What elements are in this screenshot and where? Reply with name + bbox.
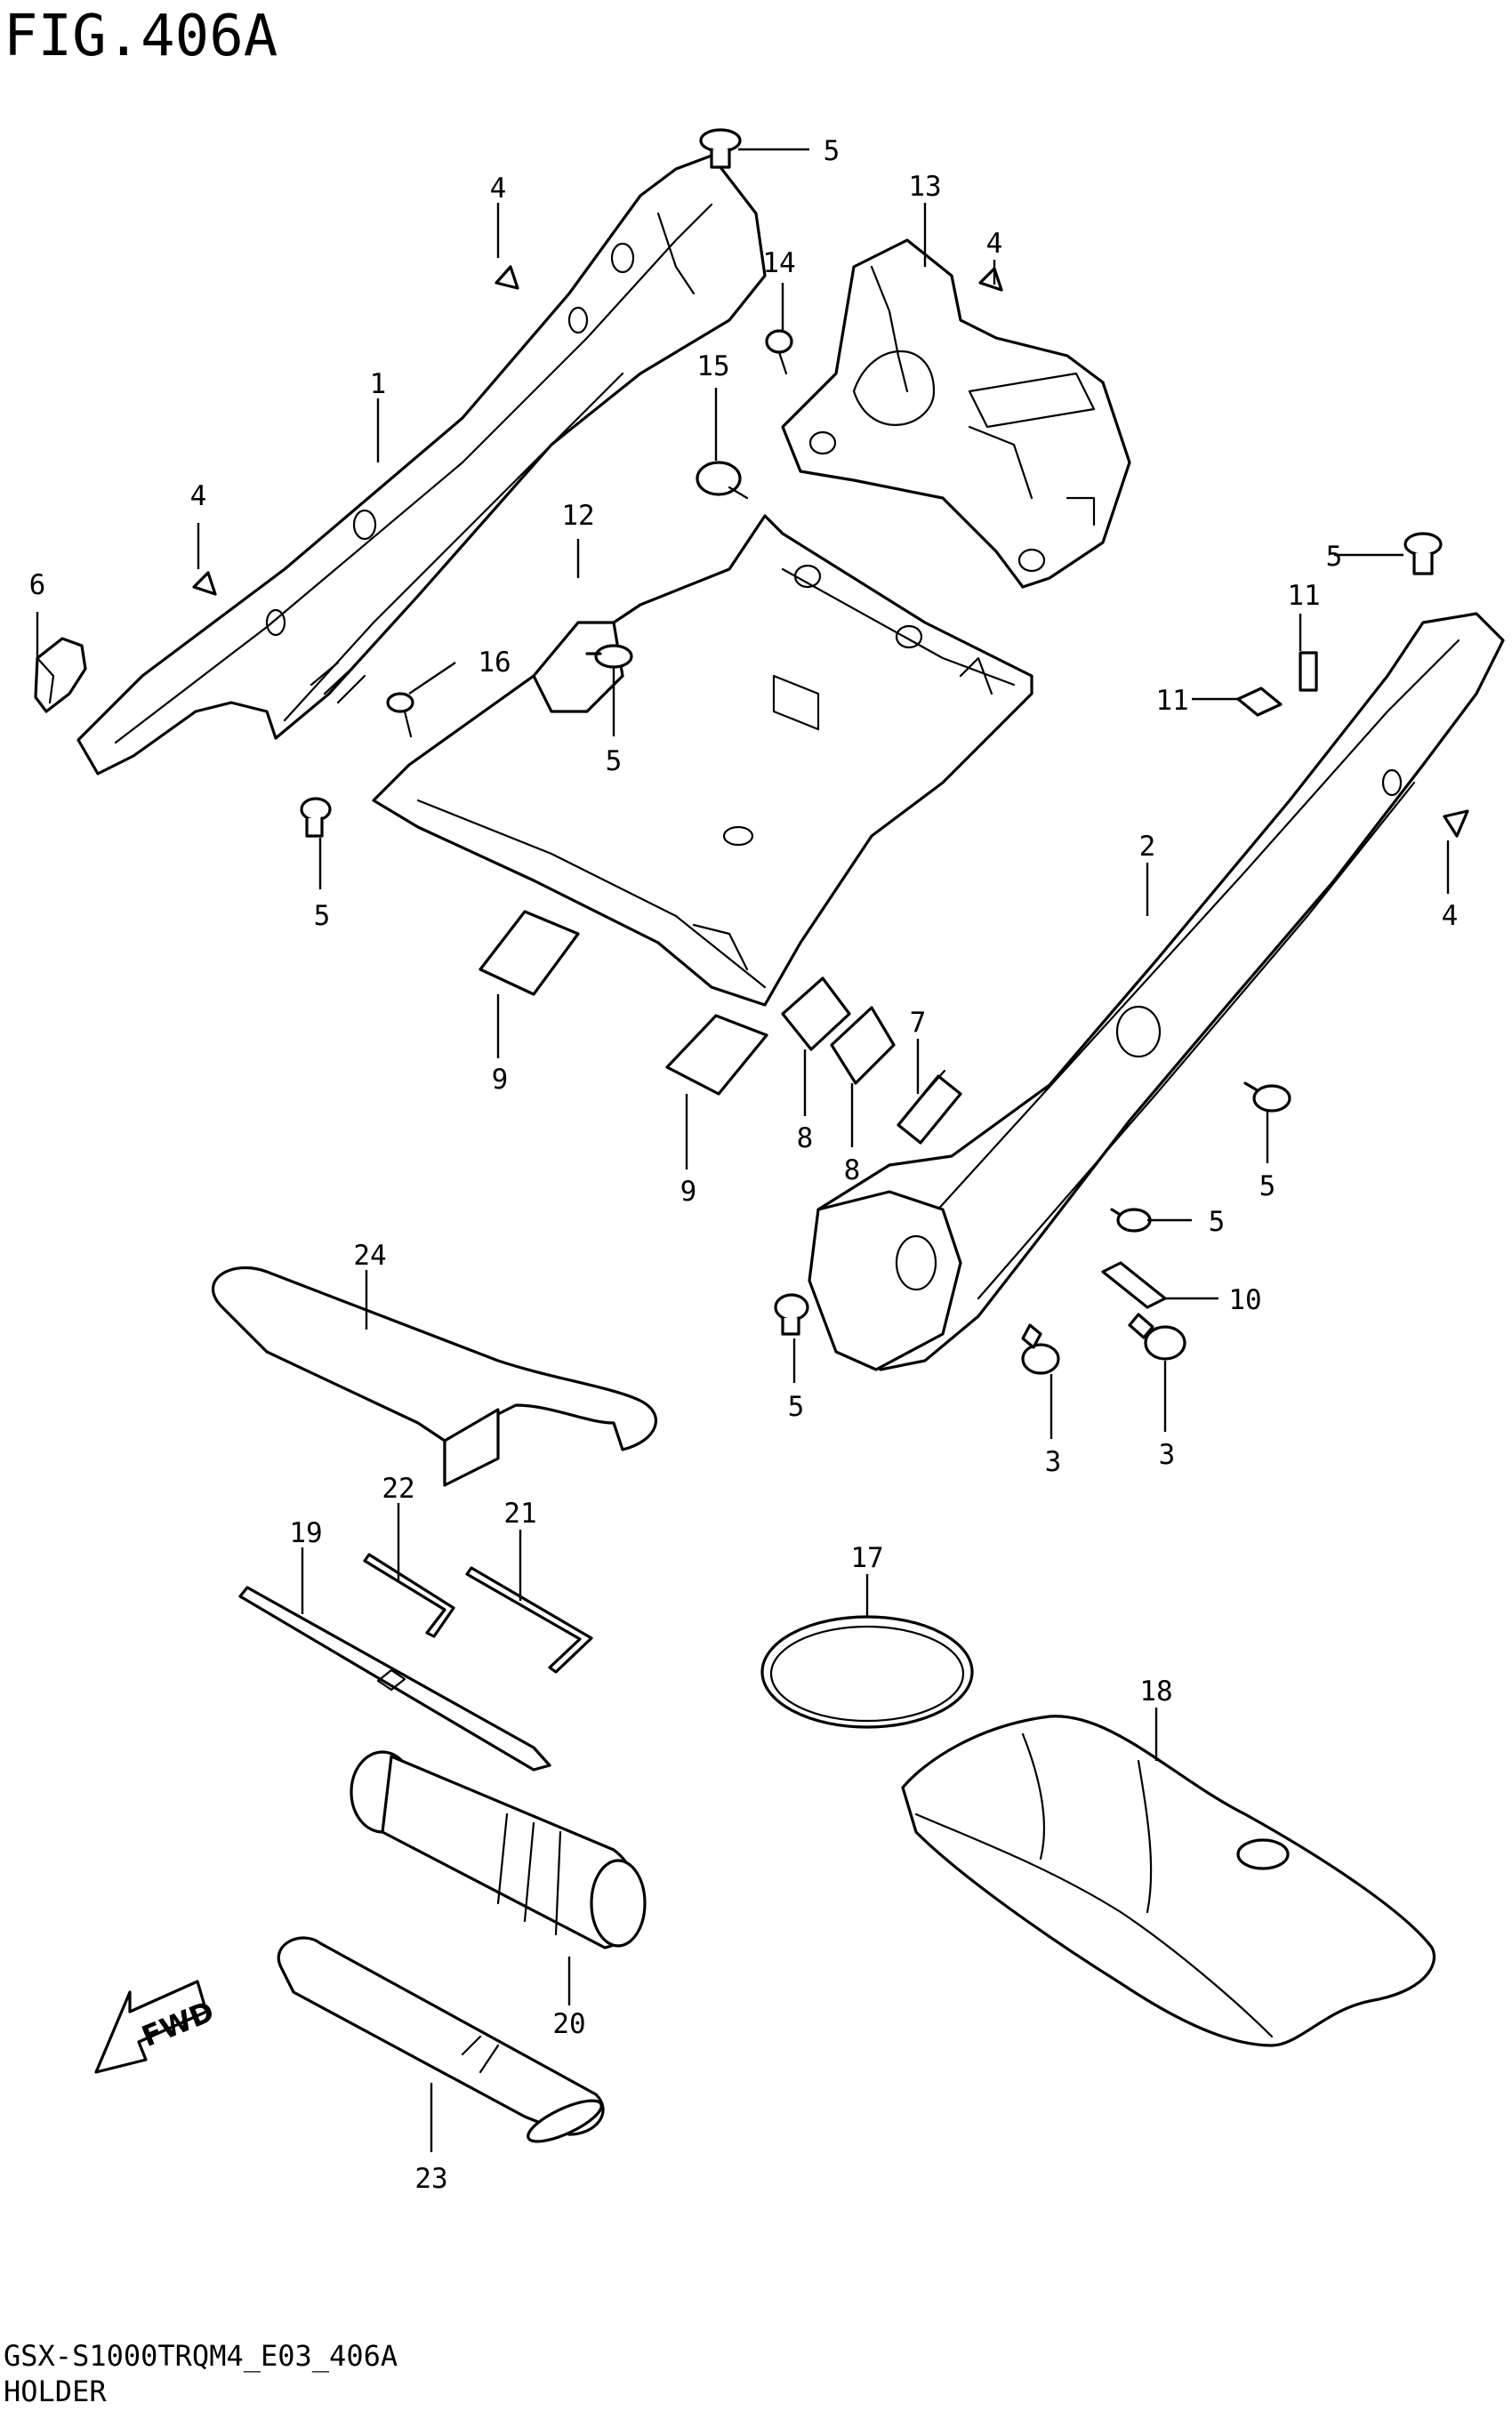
part-3-bolt-b xyxy=(1128,1313,1186,1361)
callout-5: 5 xyxy=(788,1391,805,1423)
part-20-handle xyxy=(350,1750,647,1949)
fwd-direction-arrow: FWD xyxy=(94,1980,219,2074)
part-12-center-tray xyxy=(372,514,1033,1007)
part-18-tool-bag xyxy=(901,1715,1436,2047)
part-8-pad-a xyxy=(781,976,851,1051)
part-13-bracket xyxy=(781,238,1131,589)
callout-12: 12 xyxy=(561,500,594,532)
callout-5: 5 xyxy=(1326,541,1343,573)
part-3-bolt-a xyxy=(1021,1323,1060,1375)
callout-8: 8 xyxy=(844,1154,861,1186)
callout-6: 6 xyxy=(29,569,46,601)
callout-21: 21 xyxy=(503,1498,536,1530)
part-4-clip-d xyxy=(1443,809,1469,838)
callout-4: 4 xyxy=(490,173,507,205)
part-9-pad-a xyxy=(479,910,580,996)
callout-9: 9 xyxy=(680,1176,697,1208)
part-11-pad-b xyxy=(1236,687,1283,717)
callout-17: 17 xyxy=(850,1542,883,1574)
callout-8: 8 xyxy=(797,1122,814,1154)
callout-13: 13 xyxy=(908,171,941,203)
leader-lines xyxy=(36,148,1450,2152)
callout-1: 1 xyxy=(370,368,387,400)
callout-2: 2 xyxy=(1139,831,1156,863)
part-1-left-holder xyxy=(76,154,767,776)
figure-name: HOLDER xyxy=(4,2375,107,2408)
part-17-band xyxy=(760,1615,974,1729)
part-9-pad-b xyxy=(665,1014,768,1096)
callout-5: 5 xyxy=(824,135,840,167)
part-4-clip-b xyxy=(192,571,217,596)
callout-14: 14 xyxy=(762,247,795,279)
part-6-cover xyxy=(34,637,87,713)
callout-5: 5 xyxy=(606,745,623,777)
callout-18: 18 xyxy=(1139,1676,1172,1708)
part-19-screwdriver xyxy=(238,1586,551,1772)
callout-11: 11 xyxy=(1155,685,1188,717)
part-14-screw xyxy=(765,329,793,375)
part-22-hex-key xyxy=(363,1553,455,1638)
callout-5: 5 xyxy=(314,900,331,932)
part-15-bolt xyxy=(696,461,749,500)
callout-4: 4 xyxy=(190,480,207,512)
callout-5: 5 xyxy=(1209,1206,1226,1238)
part-16-screw xyxy=(386,692,414,738)
callouts: 5 4 1 4 6 13 4 14 15 12 16 5 5 5 11 11 4… xyxy=(29,135,1459,2195)
callout-24: 24 xyxy=(353,1240,386,1272)
part-21-hex-key xyxy=(465,1566,593,1674)
part-5-rivet-c xyxy=(300,797,332,838)
callout-20: 20 xyxy=(552,2008,585,2040)
callout-16: 16 xyxy=(478,647,511,679)
callout-9: 9 xyxy=(492,1064,509,1096)
part-5-rivet-b xyxy=(1403,532,1443,575)
part-2-right-holder xyxy=(808,612,1505,1371)
callout-4: 4 xyxy=(1442,900,1459,932)
part-11-pad-a xyxy=(1299,651,1318,692)
part-8-pad-b xyxy=(830,1006,896,1085)
part-5-rivet-e xyxy=(1243,1081,1291,1113)
callout-4: 4 xyxy=(986,228,1003,260)
part-4-clip-a xyxy=(495,265,519,290)
callout-23: 23 xyxy=(414,2163,447,2195)
callout-22: 22 xyxy=(382,1473,414,1505)
part-5-rivet-g xyxy=(774,1293,809,1336)
part-24-spanner xyxy=(211,1266,657,1487)
callout-5: 5 xyxy=(1259,1170,1276,1202)
part-10-pad xyxy=(1101,1261,1167,1309)
part-5-rivet-d xyxy=(585,644,633,669)
callout-10: 10 xyxy=(1228,1284,1261,1316)
callout-3: 3 xyxy=(1159,1439,1176,1471)
part-5-rivet-f xyxy=(1110,1208,1152,1233)
callout-15: 15 xyxy=(696,350,729,382)
callout-3: 3 xyxy=(1045,1446,1062,1478)
part-4-clip-c xyxy=(978,267,1003,292)
figure-title: FIG.406A xyxy=(4,4,277,69)
callout-11: 11 xyxy=(1287,580,1320,612)
part-7-strip xyxy=(897,1069,962,1145)
figure-code: GSX-S1000TRQM4_E03_406A xyxy=(4,2339,398,2373)
part-23-tube xyxy=(277,1936,605,2143)
callout-19: 19 xyxy=(289,1517,322,1549)
callout-7: 7 xyxy=(910,1007,927,1039)
part-5-rivet-a xyxy=(699,128,742,169)
